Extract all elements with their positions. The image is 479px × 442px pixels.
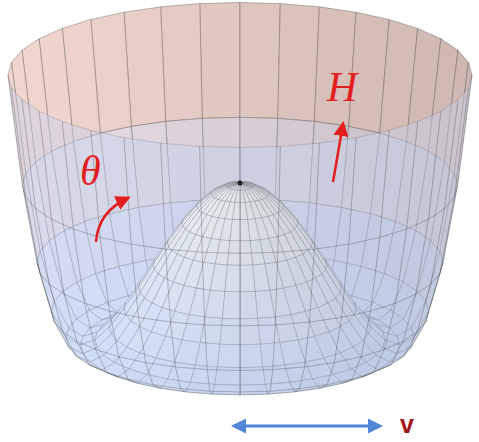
vev-label: v — [400, 412, 414, 437]
surface-cell — [166, 249, 205, 325]
potential-surface — [8, 3, 472, 395]
surface-cell — [207, 370, 240, 392]
surface-cell — [200, 146, 240, 253]
surface-cell — [273, 322, 310, 370]
surface-cell — [278, 143, 320, 252]
surface-cell — [275, 249, 314, 325]
h-arrow — [333, 124, 343, 182]
surface-cell — [240, 325, 275, 371]
surface-cell — [161, 143, 203, 252]
surface-cell — [161, 4, 203, 122]
surface-cell — [202, 252, 240, 326]
vev-arrow — [234, 425, 380, 428]
surface-cell — [200, 3, 240, 119]
surface-cell — [270, 367, 304, 391]
surface-cell — [171, 322, 208, 370]
surface-cell — [139, 317, 176, 367]
theta-label: θ — [80, 150, 101, 192]
surface-cell — [176, 367, 210, 391]
surface-cell — [304, 317, 341, 367]
surface-cell — [240, 370, 273, 392]
surface-cell — [124, 138, 166, 249]
surface-cell — [131, 244, 170, 322]
theta-arrow — [96, 198, 128, 242]
surface-cell — [240, 252, 278, 326]
surface-cell — [205, 325, 240, 371]
peak-tip — [238, 181, 243, 186]
surface-cell — [314, 138, 356, 249]
surface-cell — [240, 146, 280, 253]
surface-cell — [240, 3, 280, 119]
surface-cell — [309, 244, 348, 322]
surface-cell — [278, 4, 320, 122]
h-label: H — [327, 66, 357, 108]
